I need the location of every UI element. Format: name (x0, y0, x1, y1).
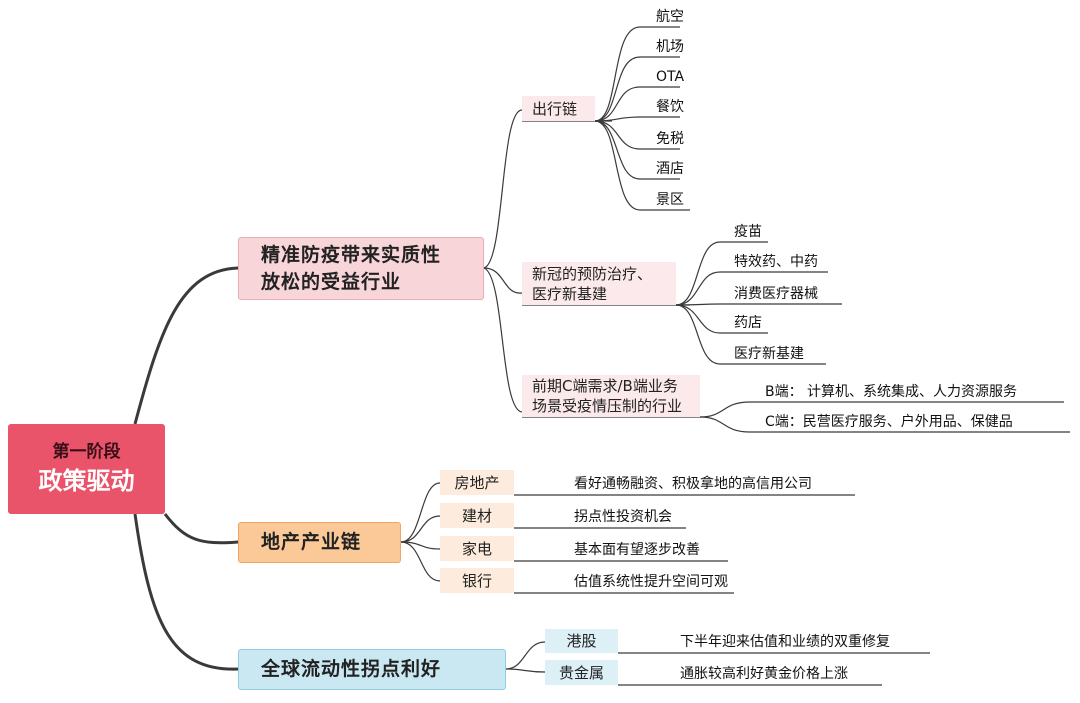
subnode-label: 家电 (461, 539, 492, 558)
subnode-travel-chain[interactable]: 出行链 (522, 96, 595, 121)
subnode-building-materials[interactable]: 建材 (440, 503, 514, 528)
subnode-real-estate[interactable]: 房地产 (440, 470, 514, 495)
leaf-travel-item[interactable]: OTA (656, 69, 685, 85)
root-node[interactable]: 第一阶段 政策驱动 (8, 424, 165, 514)
root-subtitle: 政策驱动 (38, 467, 135, 495)
leaf-travel-item[interactable]: 航空 (656, 9, 684, 25)
leaf-medical-item[interactable]: 特效药、中药 (734, 254, 818, 270)
subnode-label: 港股 (566, 632, 597, 650)
branch-global-liquidity[interactable]: 全球流动性拐点利好 (238, 649, 506, 690)
branch-epidemic-relief[interactable]: 精准防疫带来实质性 放松的受益行业 (238, 237, 484, 300)
branch-epidemic-relief-line1: 精准防疫带来实质性 (261, 243, 442, 266)
subnode-label: 建材 (461, 506, 492, 525)
leaf-travel-item[interactable]: 餐饮 (656, 99, 684, 115)
leaf-building-materials-desc[interactable]: 拐点性投资机会 (574, 509, 672, 525)
leaf-hk-stocks-desc[interactable]: 下半年迎来估值和业绩的双重修复 (680, 634, 890, 650)
subnode-banks[interactable]: 银行 (440, 568, 514, 593)
leaf-c-side[interactable]: C端：民营医疗服务、户外用品、保健品 (765, 414, 1013, 430)
leaf-travel-item[interactable]: 免税 (656, 131, 684, 147)
subnode-medical-line2: 医疗新基建 (532, 284, 608, 303)
leaf-medical-item[interactable]: 医疗新基建 (734, 346, 804, 362)
leaf-medical-item[interactable]: 疫苗 (734, 224, 762, 240)
leaf-home-appliances-desc[interactable]: 基本面有望逐步改善 (574, 542, 700, 558)
branch-epidemic-relief-line2: 放松的受益行业 (261, 270, 402, 293)
branch-real-estate-chain[interactable]: 地产产业链 (238, 522, 401, 563)
subnode-medical[interactable]: 新冠的预防治疗、 医疗新基建 (522, 262, 676, 305)
branch-real-estate-chain-label: 地产产业链 (261, 531, 362, 553)
leaf-travel-item[interactable]: 酒店 (656, 161, 684, 177)
subnode-label: 银行 (461, 571, 492, 590)
leaf-medical-item[interactable]: 消费医疗器械 (734, 286, 818, 302)
subnode-suppressed-line2: 场景受疫情压制的行业 (532, 397, 683, 415)
subnode-label: 房地产 (454, 473, 500, 492)
subnode-home-appliances[interactable]: 家电 (440, 536, 514, 561)
subnode-medical-line1: 新冠的预防治疗、 (532, 264, 653, 283)
leaf-travel-item[interactable]: 机场 (656, 39, 684, 55)
root-title: 第一阶段 (52, 442, 121, 462)
subnode-label: 贵金属 (558, 663, 604, 682)
subnode-travel-chain-label: 出行链 (532, 99, 578, 118)
branch-global-liquidity-label: 全球流动性拐点利好 (261, 658, 442, 680)
leaf-b-side[interactable]: B端： 计算机、系统集成、人力资源服务 (765, 384, 1018, 400)
subnode-hk-stocks[interactable]: 港股 (545, 629, 618, 653)
leaf-precious-metals-desc[interactable]: 通胀较高利好黄金价格上涨 (680, 666, 848, 682)
leaf-banks-desc[interactable]: 估值系统性提升空间可观 (574, 574, 728, 590)
subnode-precious-metals[interactable]: 贵金属 (545, 660, 618, 685)
subnode-suppressed-line1: 前期C端需求/B端业务 (532, 377, 678, 395)
leaf-travel-item[interactable]: 景区 (656, 192, 684, 208)
leaf-real-estate-desc[interactable]: 看好通畅融资、积极拿地的高信用公司 (574, 476, 812, 492)
leaf-medical-item[interactable]: 药店 (734, 315, 762, 331)
subnode-suppressed-industries[interactable]: 前期C端需求/B端业务 场景受疫情压制的行业 (522, 375, 700, 417)
